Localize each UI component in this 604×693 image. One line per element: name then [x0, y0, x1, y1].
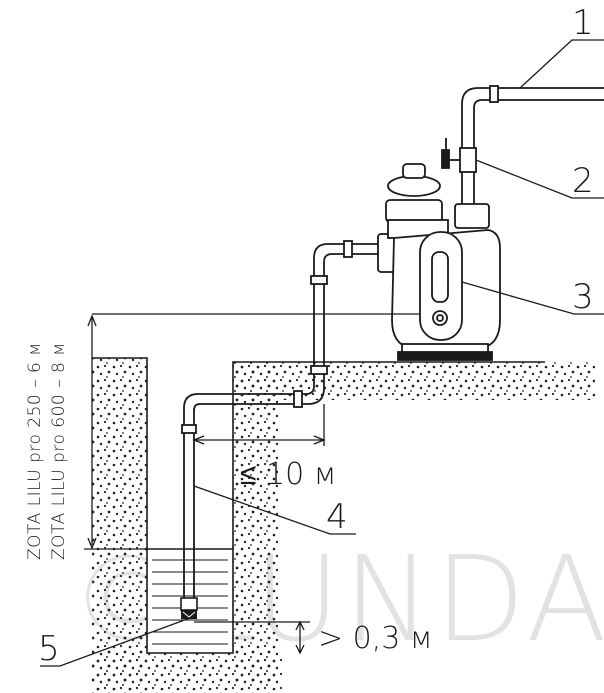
foot-valve: [180, 597, 198, 619]
model-250-label: ZOTA LILU pro 250 – 6 м: [25, 342, 45, 560]
suction-pipe: [181, 240, 378, 598]
model-600-label: ZOTA LILU pro 600 – 8 м: [49, 342, 69, 560]
callout-5: 5: [38, 629, 60, 669]
discharge-pipe: [441, 85, 604, 204]
ground: [92, 357, 595, 693]
dimension-lines: [84, 313, 420, 655]
leader-lines: [40, 39, 604, 667]
callout-4: 4: [326, 497, 348, 537]
callout-3: 3: [572, 277, 594, 317]
max-distance-label: ≤ 10 м: [240, 457, 336, 492]
min-height-label: > 0,3 м: [318, 621, 433, 656]
callout-2: 2: [572, 161, 594, 201]
pump: [377, 163, 501, 361]
callout-1: 1: [572, 3, 594, 43]
